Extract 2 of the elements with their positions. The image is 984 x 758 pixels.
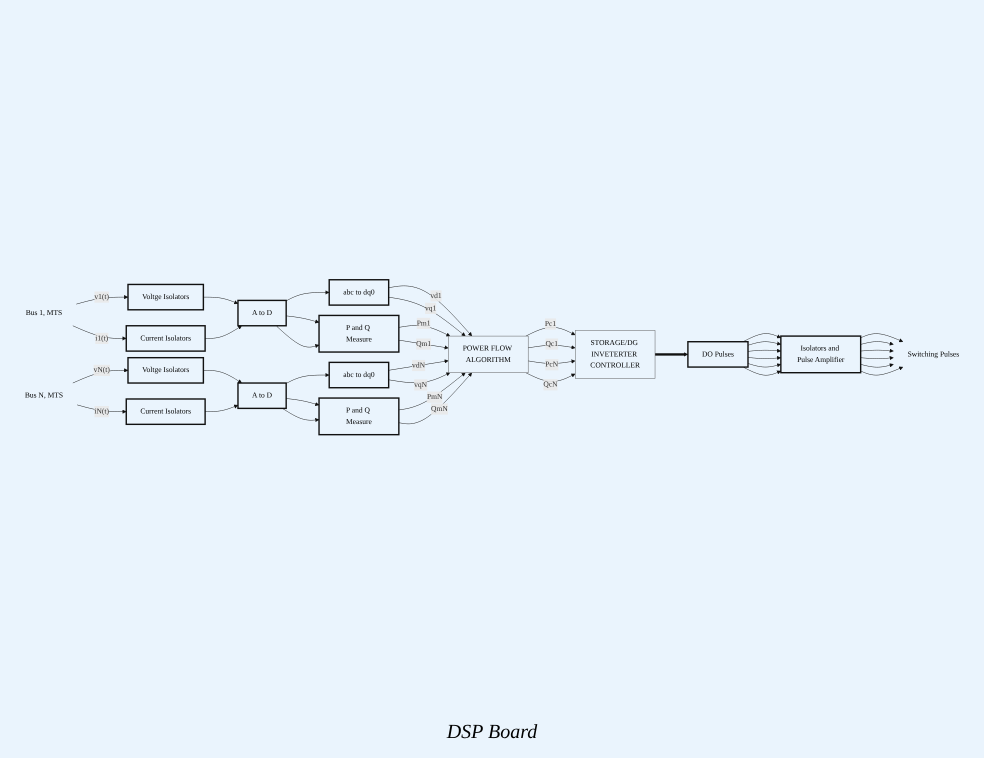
caption: DSP Board	[446, 721, 538, 744]
arrow	[655, 352, 688, 357]
